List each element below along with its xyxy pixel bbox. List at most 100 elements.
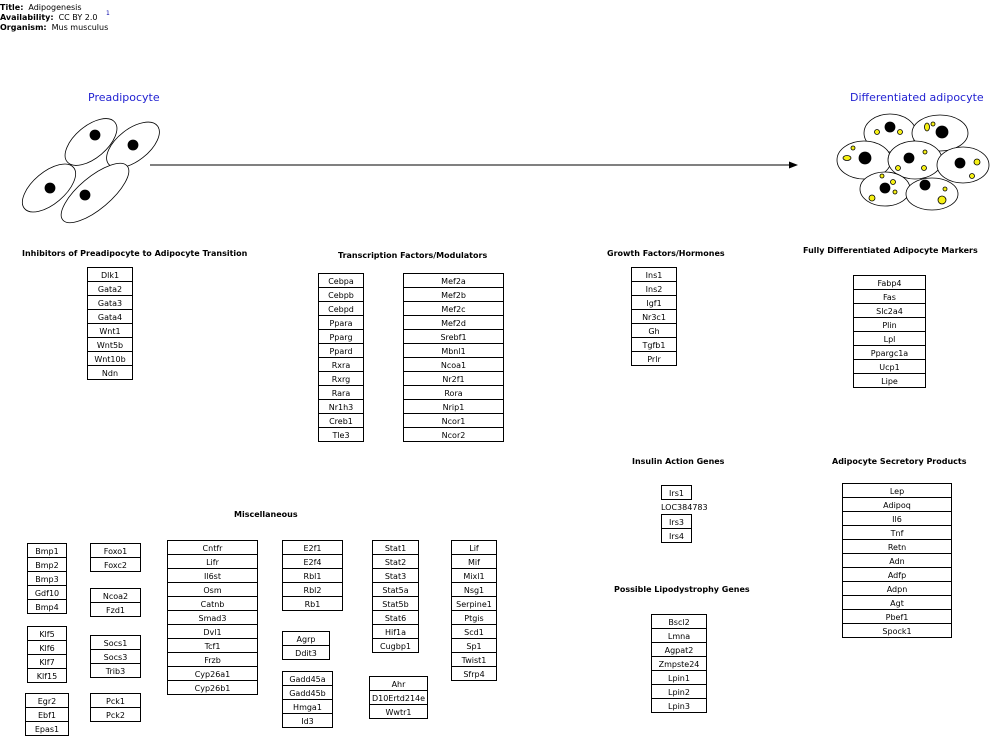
gene-node[interactable]: Osm bbox=[167, 582, 258, 597]
gene-node[interactable]: Klf6 bbox=[27, 640, 67, 655]
gene-node[interactable]: Hif1a bbox=[372, 624, 419, 639]
gene-node[interactable]: Tcf1 bbox=[167, 638, 258, 653]
gene-node[interactable]: Pck1 bbox=[90, 693, 141, 708]
gene-node[interactable]: Irs3 bbox=[661, 514, 692, 529]
gene-node[interactable]: Gata2 bbox=[87, 281, 133, 296]
gene-node[interactable]: Gdf10 bbox=[27, 585, 67, 600]
gene-node[interactable]: Ddit3 bbox=[282, 645, 330, 660]
gene-node[interactable]: Cugbp1 bbox=[372, 638, 419, 653]
gene-node[interactable]: Dvl1 bbox=[167, 624, 258, 639]
gene-node[interactable]: Nrip1 bbox=[403, 399, 504, 414]
gene-node[interactable]: Bmp1 bbox=[27, 543, 67, 558]
gene-node[interactable]: Lpin2 bbox=[651, 684, 707, 699]
gene-node[interactable]: Stat2 bbox=[372, 554, 419, 569]
gene-node[interactable]: Serpine1 bbox=[451, 596, 497, 611]
gene-node[interactable]: Catnb bbox=[167, 596, 258, 611]
gene-node[interactable]: Frzb bbox=[167, 652, 258, 667]
gene-node[interactable]: Pck2 bbox=[90, 707, 141, 722]
gene-node[interactable]: Ins2 bbox=[631, 281, 677, 296]
gene-node[interactable]: Agpat2 bbox=[651, 642, 707, 657]
gene-node[interactable]: Rara bbox=[318, 385, 364, 400]
gene-node[interactable]: Foxc2 bbox=[90, 557, 141, 572]
gene-node[interactable]: Adpn bbox=[842, 581, 952, 596]
gene-node[interactable]: Egr2 bbox=[25, 693, 69, 708]
gene-node[interactable]: Fabp4 bbox=[853, 275, 926, 290]
gene-node[interactable]: Mef2a bbox=[403, 273, 504, 288]
gene-node[interactable]: Lpin1 bbox=[651, 670, 707, 685]
gene-node[interactable]: Ppard bbox=[318, 343, 364, 358]
gene-node[interactable]: Bmp3 bbox=[27, 571, 67, 586]
gene-node[interactable]: Stat3 bbox=[372, 568, 419, 583]
gene-node[interactable]: Cntfr bbox=[167, 540, 258, 555]
gene-node[interactable]: E2f1 bbox=[282, 540, 343, 555]
gene-node[interactable]: Wnt10b bbox=[87, 351, 133, 366]
gene-node[interactable]: Cebpa bbox=[318, 273, 364, 288]
gene-node[interactable]: Gadd45b bbox=[282, 685, 333, 700]
gene-node[interactable]: Lpl bbox=[853, 331, 926, 346]
gene-node[interactable]: Mif bbox=[451, 554, 497, 569]
gene-node[interactable]: Smad3 bbox=[167, 610, 258, 625]
gene-node[interactable]: Rxra bbox=[318, 357, 364, 372]
gene-node[interactable]: Adn bbox=[842, 553, 952, 568]
gene-node[interactable]: Lipe bbox=[853, 373, 926, 388]
gene-node[interactable]: Klf7 bbox=[27, 654, 67, 669]
gene-node[interactable]: Trib3 bbox=[90, 663, 141, 678]
gene-node[interactable]: LOC384783 bbox=[661, 500, 708, 515]
gene-node[interactable]: Ins1 bbox=[631, 267, 677, 282]
gene-node[interactable]: Ncor1 bbox=[403, 413, 504, 428]
gene-node[interactable]: Mixl1 bbox=[451, 568, 497, 583]
gene-node[interactable]: Rora bbox=[403, 385, 504, 400]
gene-node[interactable]: Foxo1 bbox=[90, 543, 141, 558]
gene-node[interactable]: Srebf1 bbox=[403, 329, 504, 344]
gene-node[interactable]: Il6st bbox=[167, 568, 258, 583]
gene-node[interactable]: Nr1h3 bbox=[318, 399, 364, 414]
gene-node[interactable]: Agt bbox=[842, 595, 952, 610]
gene-node[interactable]: Twist1 bbox=[451, 652, 497, 667]
gene-node[interactable]: Rxrg bbox=[318, 371, 364, 386]
gene-node[interactable]: Creb1 bbox=[318, 413, 364, 428]
gene-node[interactable]: Lif bbox=[451, 540, 497, 555]
gene-node[interactable]: Mef2b bbox=[403, 287, 504, 302]
gene-node[interactable]: Stat6 bbox=[372, 610, 419, 625]
gene-node[interactable]: Pparg bbox=[318, 329, 364, 344]
availability-value[interactable]: CC BY 2.0 bbox=[58, 13, 98, 22]
gene-node[interactable]: Stat1 bbox=[372, 540, 419, 555]
gene-node[interactable]: Lmna bbox=[651, 628, 707, 643]
gene-node[interactable]: Cebpb bbox=[318, 287, 364, 302]
gene-node[interactable]: Sp1 bbox=[451, 638, 497, 653]
gene-node[interactable]: Gadd45a bbox=[282, 671, 333, 686]
gene-node[interactable]: Bscl2 bbox=[651, 614, 707, 629]
gene-node[interactable]: Plin bbox=[853, 317, 926, 332]
gene-node[interactable]: Slc2a4 bbox=[853, 303, 926, 318]
gene-node[interactable]: Socs3 bbox=[90, 649, 141, 664]
gene-node[interactable]: Nr3c1 bbox=[631, 309, 677, 324]
gene-node[interactable]: D10Ertd214e bbox=[369, 690, 428, 705]
gene-node[interactable]: Cyp26b1 bbox=[167, 680, 258, 695]
gene-node[interactable]: Adipoq bbox=[842, 497, 952, 512]
gene-node[interactable]: Pbef1 bbox=[842, 609, 952, 624]
gene-node[interactable]: Fzd1 bbox=[90, 602, 141, 617]
gene-node[interactable]: Gata3 bbox=[87, 295, 133, 310]
gene-node[interactable]: Lifr bbox=[167, 554, 258, 569]
gene-node[interactable]: Spock1 bbox=[842, 623, 952, 638]
gene-node[interactable]: Mbnl1 bbox=[403, 343, 504, 358]
gene-node[interactable]: Lpin3 bbox=[651, 698, 707, 713]
gene-node[interactable]: Gh bbox=[631, 323, 677, 338]
gene-node[interactable]: Ptgis bbox=[451, 610, 497, 625]
gene-node[interactable]: Il6 bbox=[842, 511, 952, 526]
gene-node[interactable]: Bmp4 bbox=[27, 599, 67, 614]
footnote-ref[interactable]: 1 bbox=[106, 10, 110, 17]
gene-node[interactable]: Ndn bbox=[87, 365, 133, 380]
gene-node[interactable]: Adfp bbox=[842, 567, 952, 582]
gene-node[interactable]: Hmga1 bbox=[282, 699, 333, 714]
gene-node[interactable]: Lep bbox=[842, 483, 952, 498]
gene-node[interactable]: Retn bbox=[842, 539, 952, 554]
gene-node[interactable]: Mef2d bbox=[403, 315, 504, 330]
gene-node[interactable]: Rbl2 bbox=[282, 582, 343, 597]
gene-node[interactable]: Epas1 bbox=[25, 721, 69, 736]
gene-node[interactable]: Cyp26a1 bbox=[167, 666, 258, 681]
gene-node[interactable]: Ppargc1a bbox=[853, 345, 926, 360]
gene-node[interactable]: Id3 bbox=[282, 713, 333, 728]
gene-node[interactable]: Dlk1 bbox=[87, 267, 133, 282]
gene-node[interactable]: Igf1 bbox=[631, 295, 677, 310]
